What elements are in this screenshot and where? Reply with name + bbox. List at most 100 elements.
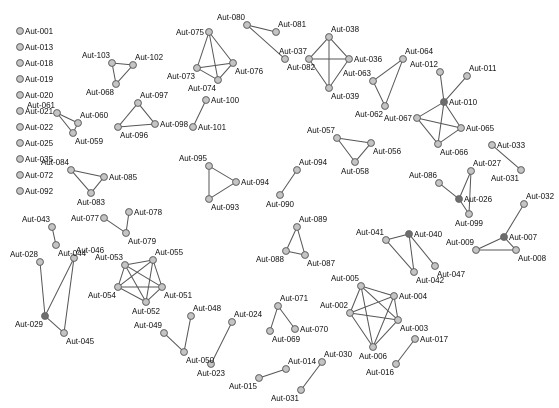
node-label-aut-038: Aut-038: [331, 25, 360, 34]
node-label-aut-094a: Aut-094: [241, 178, 270, 187]
node-aut-056: [367, 139, 375, 147]
edge-aut-061-aut-059: [56, 112, 74, 134]
node-label-aut-072: Aut-072: [25, 171, 54, 180]
node-label-aut-055: Aut-055: [155, 248, 184, 257]
edge-aut-096-aut-098: [117, 123, 156, 128]
node-label-aut-057: Aut-057: [307, 126, 336, 135]
node-label-aut-042: Aut-042: [416, 276, 445, 285]
node-aut-092: [16, 187, 24, 195]
node-aut-102: [129, 61, 137, 69]
edge-aut-024-aut-023: [210, 321, 233, 365]
node-label-aut-062: Aut-062: [355, 110, 384, 119]
edge-aut-053-aut-052: [124, 264, 147, 303]
edge-aut-067-aut-066: [416, 117, 439, 145]
edge-aut-089-aut-088: [285, 226, 298, 252]
node-aut-030: [318, 358, 326, 366]
node-aut-035: [16, 155, 24, 163]
node-label-aut-029: Aut-029: [15, 320, 44, 329]
node-label-aut-068: Aut-068: [86, 88, 115, 97]
node-label-aut-061: Aut-061: [27, 101, 56, 110]
node-label-aut-041: Aut-041: [356, 228, 385, 237]
node-aut-069: [266, 327, 274, 335]
node-label-aut-060: Aut-060: [80, 111, 109, 120]
edge-aut-005-aut-002: [349, 285, 362, 314]
node-label-aut-063: Aut-063: [343, 69, 372, 78]
edge-aut-011-aut-010: [443, 75, 468, 103]
node-label-aut-098: Aut-098: [160, 120, 189, 129]
edge-aut-048-aut-050: [183, 315, 192, 353]
node-aut-038: [325, 33, 333, 41]
edge-aut-036-aut-039: [328, 58, 350, 89]
node-label-aut-059: Aut-059: [75, 137, 104, 146]
node-label-aut-015: Aut-015: [229, 382, 258, 391]
node-aut-088: [282, 247, 290, 255]
edge-aut-049-aut-050: [163, 332, 185, 353]
edge-layer: [39, 24, 525, 391]
node-label-aut-020: Aut-020: [25, 91, 54, 100]
node-aut-011: [463, 72, 471, 80]
edge-aut-004-aut-003: [393, 295, 399, 321]
node-label-aut-080: Aut-080: [217, 13, 246, 22]
node-aut-057: [333, 134, 341, 142]
node-aut-006: [369, 343, 377, 351]
edge-aut-040-aut-042: [408, 233, 415, 273]
node-aut-087: [301, 251, 309, 259]
node-aut-100: [202, 96, 210, 104]
node-label-aut-073: Aut-073: [167, 72, 196, 81]
node-label-aut-084: Aut-084: [41, 158, 70, 167]
node-label-aut-074: Aut-074: [188, 84, 217, 93]
node-label-aut-051: Aut-051: [164, 291, 193, 300]
edge-aut-030-aut-031b: [300, 361, 323, 391]
node-aut-024: [228, 318, 236, 326]
node-label-aut-053: Aut-053: [95, 253, 124, 262]
node-aut-060: [74, 119, 82, 127]
node-label-aut-088: Aut-088: [256, 255, 285, 264]
node-label-aut-054: Aut-054: [88, 291, 117, 300]
node-label-aut-008: Aut-008: [518, 254, 547, 263]
node-label-aut-070: Aut-070: [300, 325, 329, 334]
edge-aut-038-aut-036: [328, 36, 350, 60]
node-aut-032: [520, 200, 528, 208]
node-label-aut-048: Aut-048: [193, 304, 222, 313]
edge-aut-002-aut-006: [349, 312, 374, 348]
node-label-aut-067: Aut-067: [384, 114, 413, 123]
node-label-aut-044: Aut-044: [58, 249, 87, 258]
node-label-aut-082: Aut-082: [287, 63, 316, 72]
node-aut-090: [276, 191, 284, 199]
node-aut-084: [67, 166, 75, 174]
edge-aut-040-aut-047: [408, 233, 436, 267]
edge-aut-027-aut-026: [458, 170, 472, 200]
node-label-aut-076: Aut-076: [235, 67, 264, 76]
node-aut-004: [390, 292, 398, 300]
node-aut-028: [36, 258, 44, 266]
edge-aut-067-aut-065: [416, 117, 462, 129]
edge-aut-100-aut-101: [192, 99, 207, 128]
node-label-aut-004: Aut-004: [399, 292, 428, 301]
node-label-aut-007: Aut-007: [509, 233, 538, 242]
edge-aut-057-aut-056: [336, 137, 372, 144]
node-label-aut-014: Aut-014: [288, 357, 317, 366]
edge-aut-080-aut-081: [246, 24, 277, 33]
node-aut-095: [205, 162, 213, 170]
node-label-aut-071: Aut-071: [280, 294, 309, 303]
node-aut-041: [382, 236, 390, 244]
node-label-aut-005: Aut-005: [331, 274, 360, 283]
node-label-aut-064: Aut-064: [405, 47, 434, 56]
edge-aut-084-aut-083: [70, 169, 92, 194]
edge-aut-053-aut-055: [124, 259, 154, 266]
node-aut-068: [112, 80, 120, 88]
node-label-aut-024: Aut-024: [234, 310, 263, 319]
node-aut-052: [142, 298, 150, 306]
node-label-aut-100: Aut-100: [211, 96, 240, 105]
node-label-aut-093: Aut-093: [211, 203, 240, 212]
node-aut-005: [357, 282, 365, 290]
node-aut-070: [291, 325, 299, 333]
node-label-aut-056: Aut-056: [373, 147, 402, 156]
edge-aut-065-aut-066: [437, 127, 462, 145]
node-label-aut-086: Aut-086: [409, 171, 438, 180]
node-aut-089: [293, 223, 301, 231]
node-aut-039: [325, 84, 333, 92]
edge-aut-075-aut-073: [196, 31, 210, 69]
node-aut-098: [151, 120, 159, 128]
node-label-aut-099: Aut-099: [455, 219, 484, 228]
